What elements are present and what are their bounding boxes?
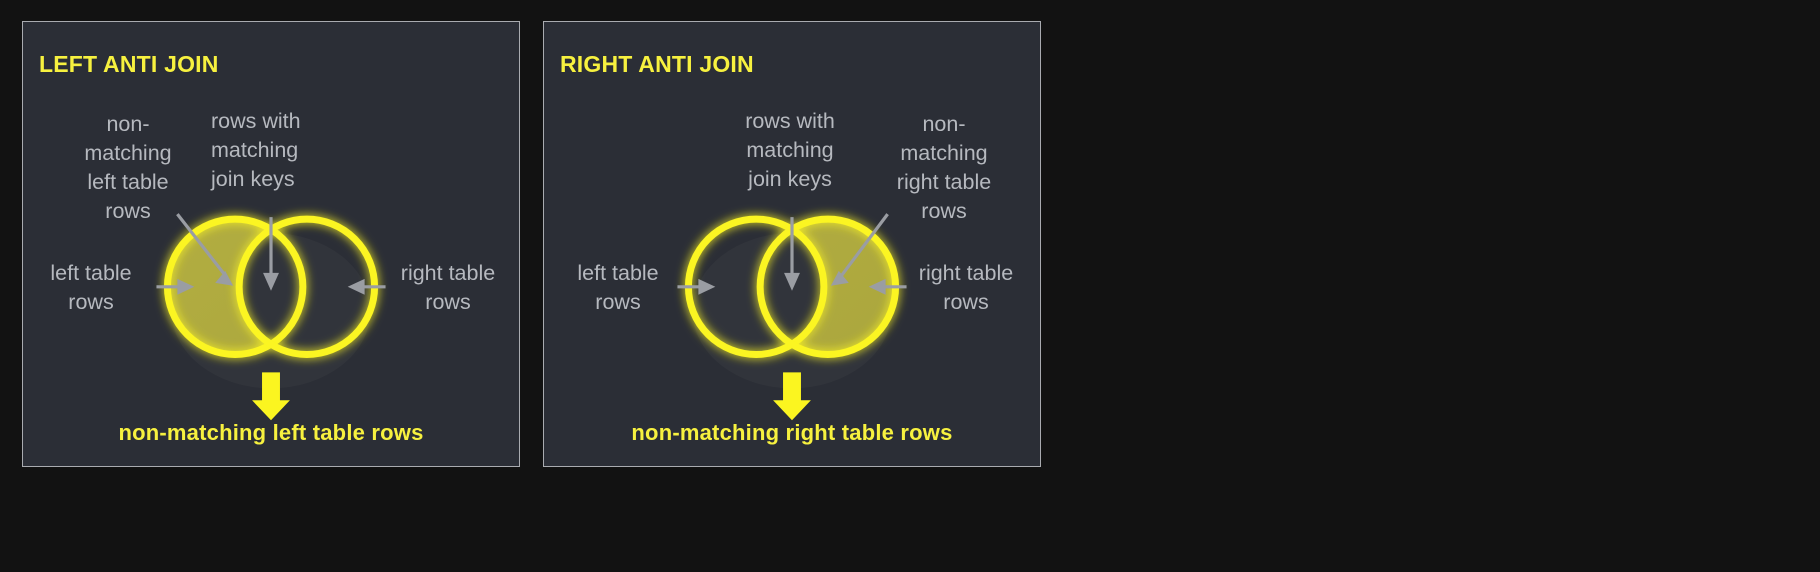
pointer-arrowhead-right-table	[347, 278, 365, 295]
label-right-table-rows: right table rows	[918, 261, 1014, 314]
pointer-arrowhead-nonmatching	[215, 270, 234, 286]
pointer-arrowhead-nonmatching	[830, 270, 849, 286]
page-title-right: RIGHT ANTI JOIN	[560, 51, 754, 77]
venn-circle-right	[756, 215, 900, 358]
result-down-arrow-icon	[252, 372, 290, 421]
label-non-matching-right-table-rows: non- matching right table rows	[896, 112, 992, 223]
label-rows-with-matching-join-keys: rows with matching join keys	[211, 109, 301, 191]
venn-circle-left	[163, 215, 307, 358]
pointer-arrowhead-matching	[784, 272, 800, 291]
venn-circle-right	[235, 215, 379, 358]
panel-left-anti-join: LEFT ANTI JOIN	[22, 21, 520, 467]
venn-diagram-right	[544, 22, 1040, 466]
panel-right-anti-join: RIGHT ANTI JOIN	[543, 21, 1041, 467]
result-caption-left: non-matching left table rows	[118, 420, 424, 445]
venn-region-left-only	[23, 22, 519, 466]
venn-region-right-only	[544, 22, 1040, 466]
label-right-table-rows: right table rows	[400, 261, 496, 314]
venn-circle-left	[684, 215, 828, 358]
label-left-table-rows: left table rows	[577, 261, 659, 314]
label-left-table-rows: left table rows	[50, 261, 132, 314]
pointer-arrowhead-matching	[263, 272, 279, 291]
result-caption-right: non-matching right table rows	[631, 420, 953, 445]
pointer-arrowhead-right-table	[868, 278, 886, 295]
pointer-arrowhead-left-table	[698, 278, 716, 295]
page-title-left: LEFT ANTI JOIN	[39, 51, 219, 77]
label-rows-with-matching-join-keys: rows with matching join keys	[745, 109, 835, 191]
pointer-arrowhead-left-table	[177, 278, 195, 295]
result-down-arrow-icon	[773, 372, 811, 421]
venn-diagram-left	[23, 22, 519, 466]
label-non-matching-left-table-rows: non- matching left table rows	[84, 112, 172, 223]
